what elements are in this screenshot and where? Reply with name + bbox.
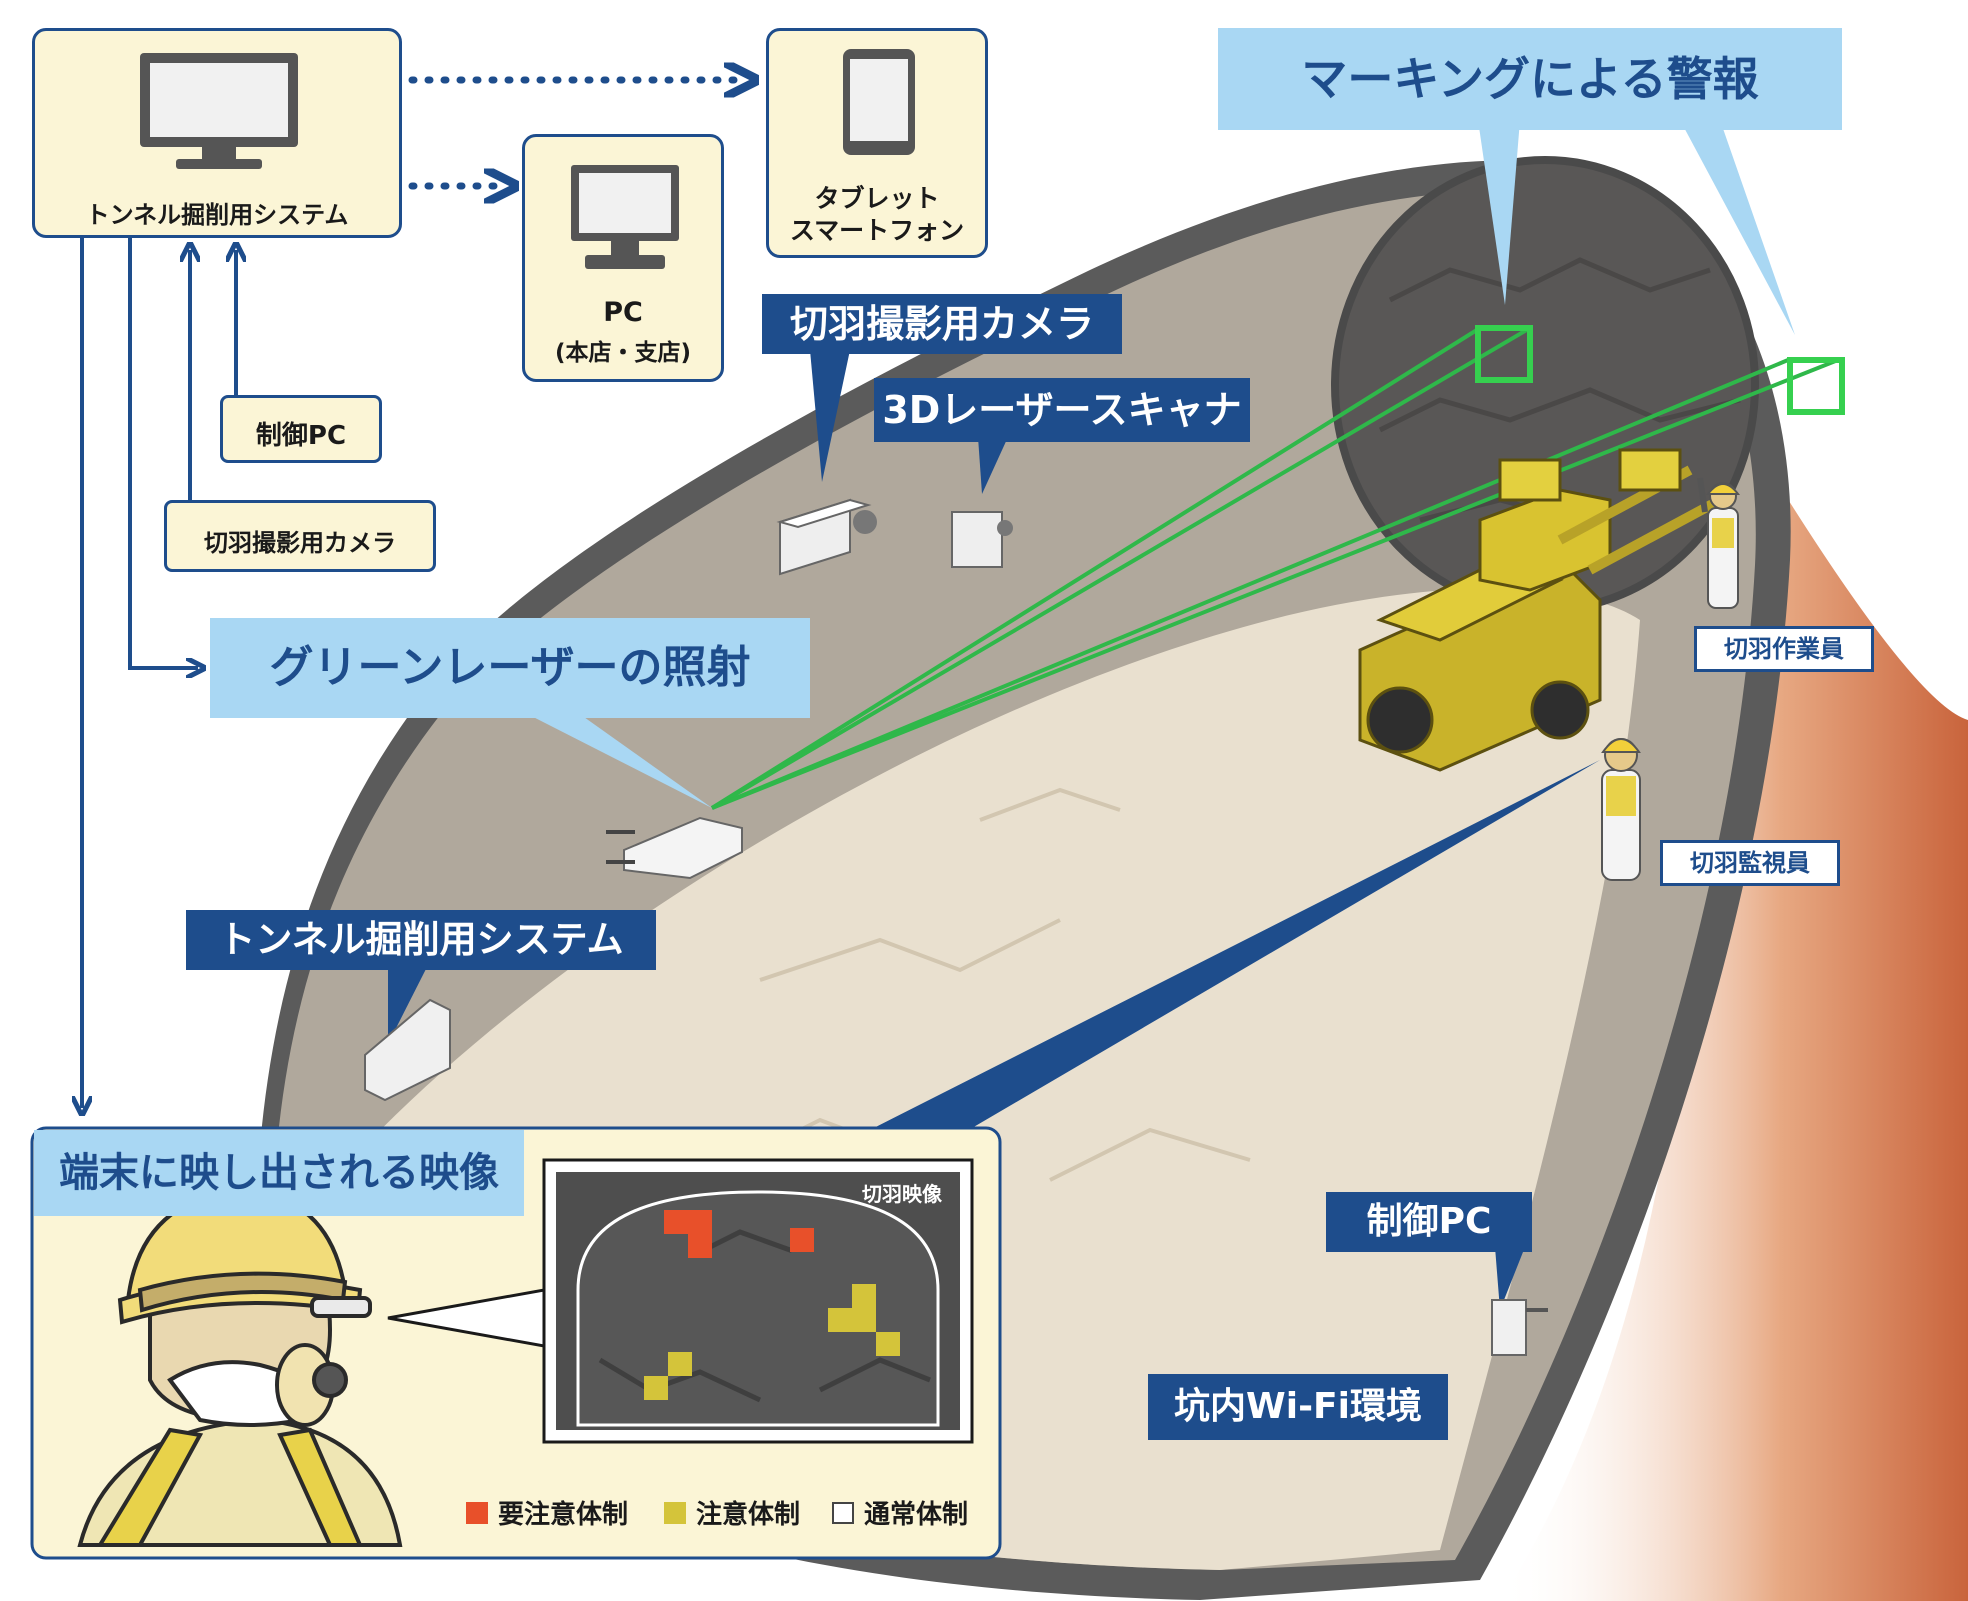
legend-item-critical: 要注意体制	[466, 1494, 628, 1531]
face-camera-label: 切羽撮影用カメラ	[762, 294, 1122, 354]
pointer-camera	[810, 350, 850, 482]
tablet-box: タブレット スマートフォン	[766, 28, 988, 258]
pointer-marking-2	[1680, 120, 1795, 335]
tunnel-system-device	[364, 998, 451, 1102]
screen-title: 切羽映像	[862, 1182, 942, 1206]
legend-swatch-normal	[832, 1501, 854, 1524]
face-worker-label: 切羽作業員	[1694, 626, 1874, 672]
control-pc-device	[1491, 1299, 1548, 1356]
green-laser-label: グリーンレーザーの照射	[210, 618, 810, 718]
pointer-laser	[500, 700, 712, 808]
laser-scanner-label: 3Dレーザースキャナ	[874, 378, 1250, 442]
pointer-scanner	[978, 437, 1008, 494]
pc-box: PC (本店・支店)	[522, 134, 724, 382]
tunnel-system-box-label: トンネル掘削用システム	[85, 201, 349, 229]
face-monitor-figure	[1601, 738, 1641, 881]
tablet-box-line1: タブレット	[814, 184, 940, 213]
pointer-monitor-view	[860, 760, 1600, 1135]
display-pointer	[387, 1288, 546, 1348]
wifi-label: 坑内Wi-Fi環境	[1148, 1374, 1448, 1440]
tunnel-system-label: トンネル掘削用システム	[186, 910, 656, 970]
pc-box-line1: PC	[603, 297, 643, 328]
tablet-box-line2: スマートフォン	[789, 216, 965, 245]
legend-swatch-critical	[466, 1501, 488, 1524]
legend-item-normal: 通常体制	[832, 1494, 968, 1531]
drilling-jumbo	[1358, 448, 1723, 772]
face-monitor-label: 切羽監視員	[1660, 840, 1840, 886]
laser-scanner-device	[951, 511, 1013, 568]
control-pc-label: 制御PC	[1326, 1192, 1532, 1252]
face-camera-input-box: 切羽撮影用カメラ	[164, 500, 436, 572]
tablet-icon	[843, 49, 915, 155]
legend-swatch-caution	[664, 1501, 686, 1524]
face-worker-figure	[1697, 477, 1741, 609]
pointer-marking-1	[1478, 120, 1520, 305]
connector-to-laser	[128, 238, 198, 668]
monitor-icon	[140, 53, 298, 171]
face-camera-device	[776, 498, 877, 576]
green-laser-beams	[710, 326, 1839, 810]
laser-marking-1	[1475, 325, 1533, 383]
display-panel-title: 端末に映し出される映像	[34, 1130, 524, 1216]
pointer-control-pc	[1495, 1247, 1525, 1310]
pc-box-line2: (本店・支店)	[554, 340, 692, 366]
laser-marking-2	[1787, 357, 1845, 415]
monitor-icon	[571, 165, 679, 275]
legend-item-caution: 注意体制	[664, 1494, 800, 1531]
laser-projector-device	[606, 816, 743, 880]
screen-alert-cells	[644, 1210, 900, 1400]
helmet-worker-illustration	[77, 1187, 403, 1547]
control-pc-input-box: 制御PC	[220, 395, 382, 463]
marking-alert-label: マーキングによる警報	[1218, 28, 1842, 130]
screen-tunnel-outline	[576, 1190, 940, 1427]
tunnel-system-box: トンネル掘削用システム	[32, 28, 402, 238]
pointer-system	[388, 965, 428, 1044]
